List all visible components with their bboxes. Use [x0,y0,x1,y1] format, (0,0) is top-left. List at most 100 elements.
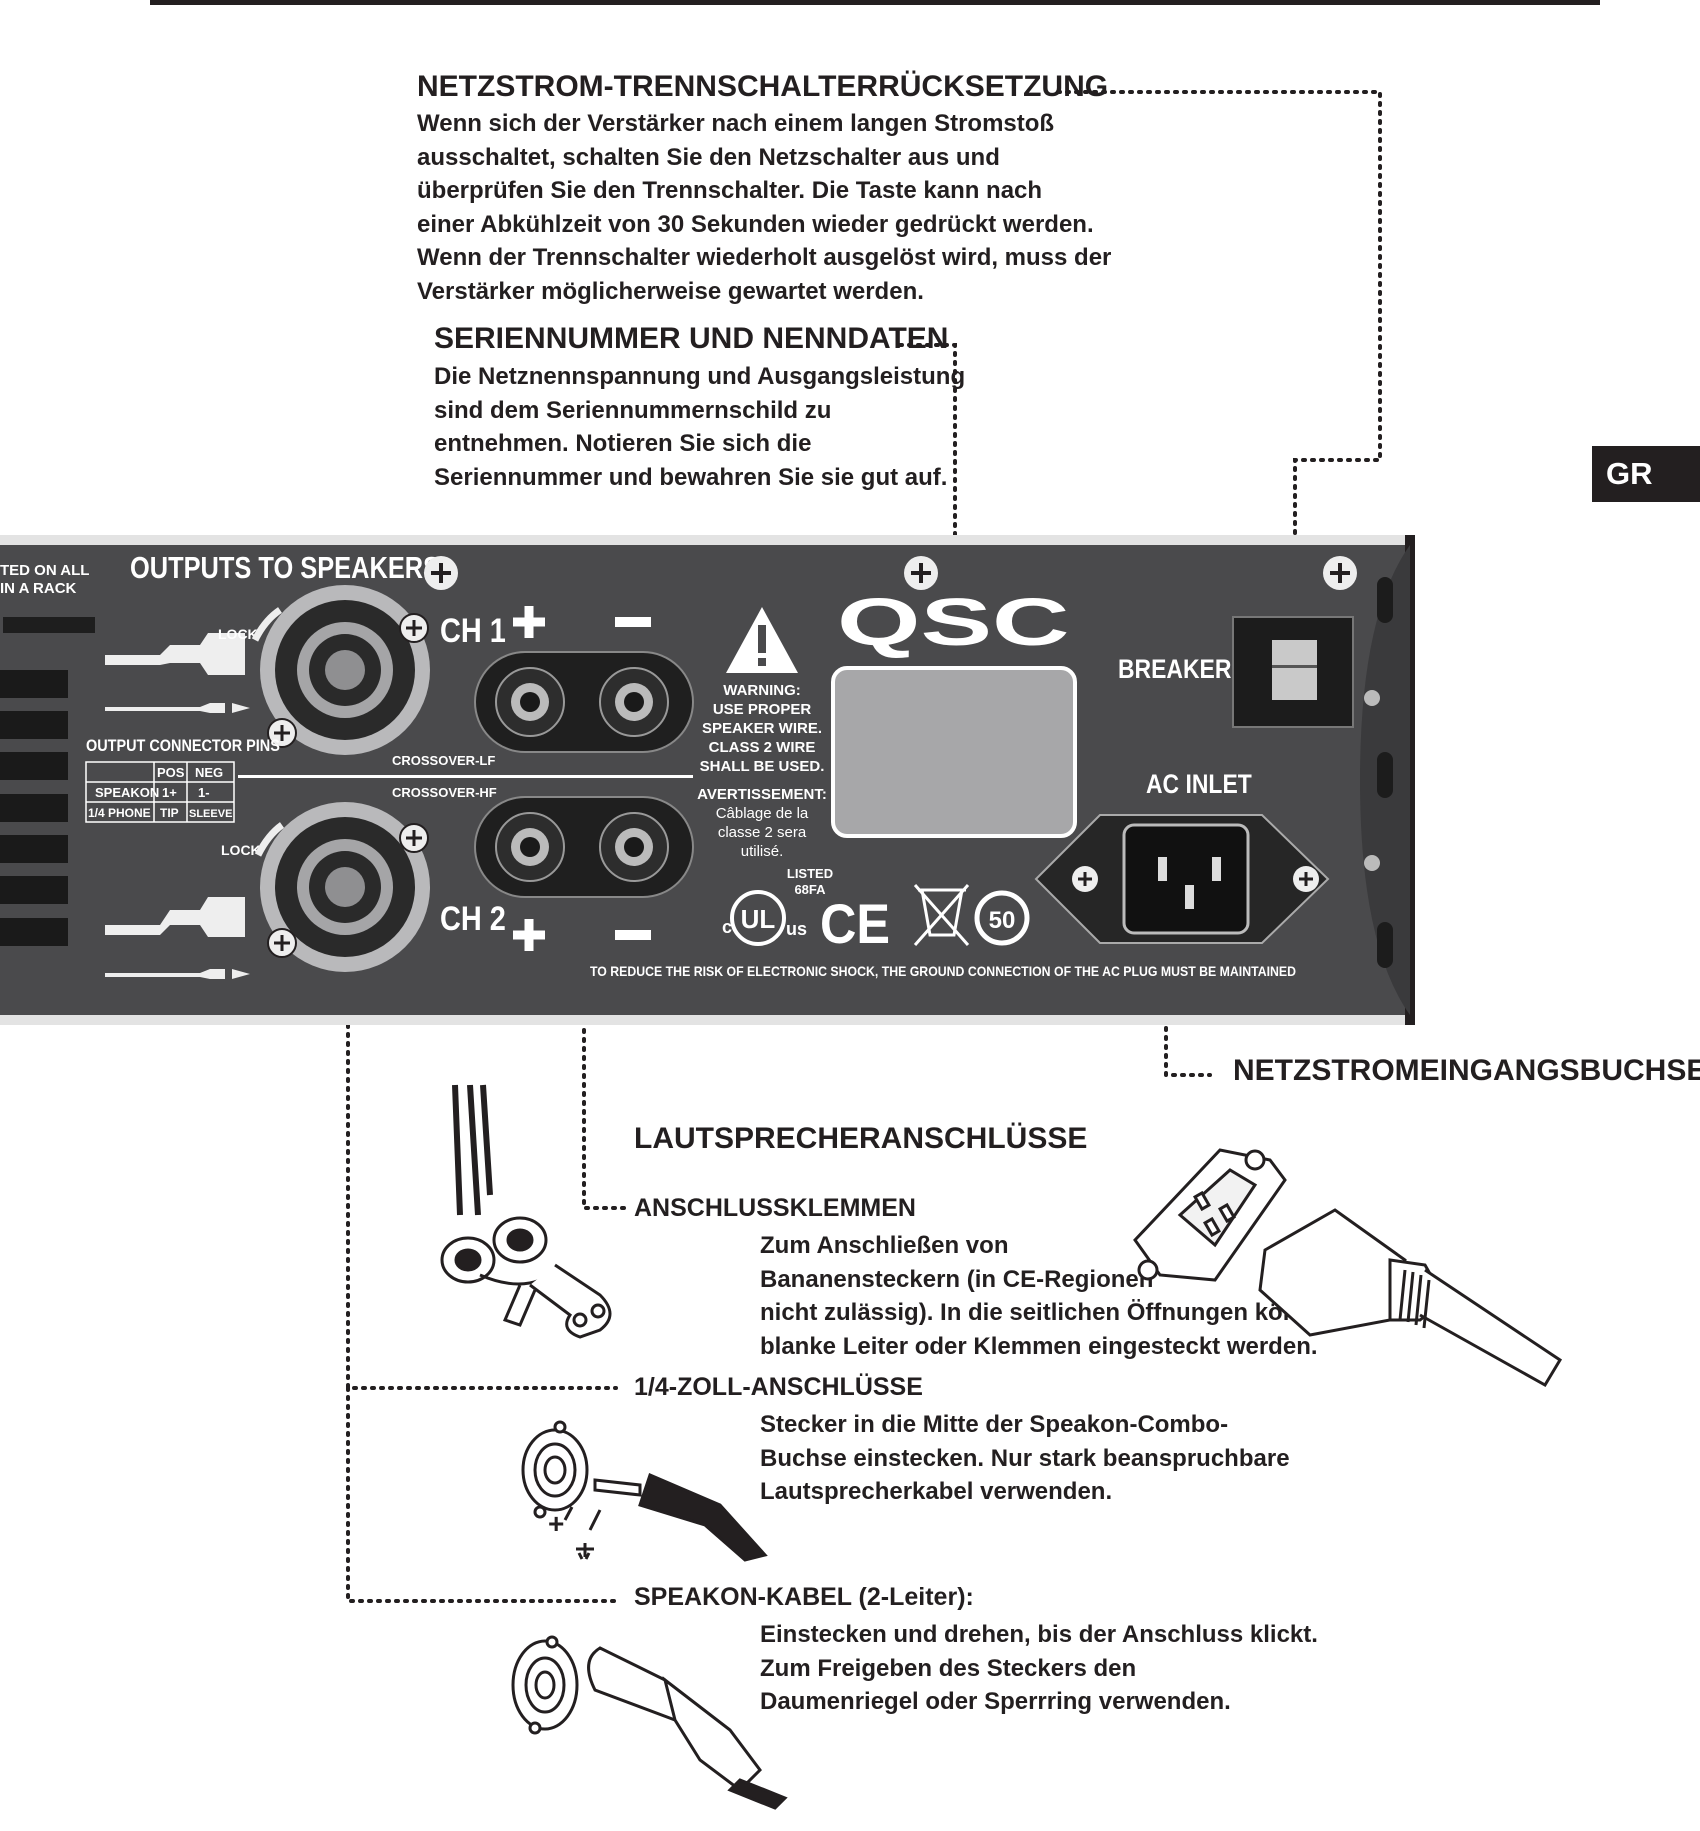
speakon-cable-illustration [511,1635,788,1810]
quarter-inch-plug-illustration: + [521,1420,768,1562]
warning-line: SHALL BE USED. [700,758,825,775]
warning-line: CLASS 2 WIRE [709,739,816,756]
quarter-inch-line: Lautsprecherkabel verwenden. [760,1478,1113,1505]
ground-notice: TO REDUCE THE RISK OF ELECTRONIC SHOCK, … [590,963,1296,979]
minus-icon [615,930,651,940]
terminals-line: Zum Anschließen von [760,1232,1009,1259]
pin-table-cell: 1- [198,785,210,800]
screw-icon [904,556,938,590]
language-tab-gr[interactable]: GR [1592,446,1700,502]
avertissement-line: AVERTISSEMENT: [697,786,827,803]
crossover-hf-label: CROSSOVER-HF [392,785,497,800]
weee-bin-icon [913,884,970,946]
minus-icon [615,617,651,627]
pin-table-grid [85,761,235,823]
pin-table-cell: 1/4 PHONE [88,806,151,820]
avertissement-line: Câblage de la [716,805,809,822]
screw-icon [1072,866,1098,892]
listed-line: 68FA [794,882,826,897]
quarter-inch-title: 1/4-ZOLL-ANSCHLÜSSE [634,1373,923,1401]
breaker-reset-line: Verstärker möglicherweise gewartet werde… [417,277,924,305]
terminals-text: Zum Anschließen von Bananensteckern (in … [760,1229,1340,1363]
terminals-title: ANSCHLUSSKLEMMEN [634,1194,916,1222]
avertissement-line: classe 2 sera [718,824,807,841]
serial-number-label [831,666,1077,838]
svg-text:50: 50 [989,907,1016,934]
quarter-inch-line: Stecker in die Mitte der Speakon-Combo- [760,1411,1229,1438]
screw-icon [424,556,458,590]
cable-icon [105,633,250,979]
breaker-reset-line: ausschaltet, schalten Sie den Netzschalt… [417,143,1000,171]
terminals-line: nicht zulässig). In die seitlichen Öffnu… [760,1299,1341,1326]
screw-icon [399,823,429,853]
quarter-inch-line: Buchse einstecken. Nur stark beanspruchb… [760,1444,1290,1472]
listed-line: LISTED [787,866,833,881]
breaker-reset-line: einer Abkühlzeit von 30 Sekunden wieder … [417,210,1094,238]
terminals-line: Bananensteckern (in CE-Regionen [760,1265,1154,1293]
serial-text: Die Netznennspannung und Ausgangsleistun… [434,360,965,494]
speakon-line: Daumenriegel oder Sperrring verwenden. [760,1688,1231,1715]
screw-icon [1293,866,1319,892]
amplifier-rear-panel: TED ON ALL IN A RACK OUTPUTS TO SPEAKERS… [0,535,1415,1025]
plus-icon [513,606,545,638]
speakon-ch2 [260,802,430,972]
screw-icon [1323,556,1357,590]
breaker-label: BREAKER [1118,654,1231,684]
leader-terminals [582,866,626,1210]
screw-icon [267,928,297,958]
phone-jacks-hf [474,796,694,898]
lock-arrow-icon [254,822,285,857]
ground-icon [576,1543,594,1560]
binding-post-illustration [440,1084,612,1339]
avertissement-line: utilisé. [741,843,784,860]
speakon-title: SPEAKON-KABEL (2-Leiter): [634,1583,974,1611]
outputs-title: OUTPUTS TO SPEAKERS [130,551,440,586]
svg-text:us: us [786,919,807,939]
iec-power-cord-illustration [1133,1148,1563,1388]
left-cut-line: TED ON ALL [0,562,89,579]
serial-line: entnehmen. Notieren Sie sich die [434,430,812,457]
speakon-ch1 [260,585,430,755]
serial-line: Die Netznennspannung und Ausgangsleistun… [434,363,966,390]
leader-speakon [346,1386,618,1603]
serial-line: Seriennummer und bewahren Sie sie gut au… [434,463,948,491]
top-rule [150,0,1600,5]
breaker-button[interactable] [1272,640,1317,700]
speakon-line: Zum Freigeben des Steckers den [760,1654,1137,1682]
screw-icon [399,613,429,643]
serial-title: SERIENNUMMER UND NENNDATEN [434,322,949,355]
ch2-label: CH 2 [440,899,506,938]
lock-label: LOCK [218,626,258,642]
leader-breaker [1056,90,1382,672]
terminals-line: blanke Leiter oder Klemmen eingesteckt w… [760,1332,1318,1360]
pin-table-cell: TIP [160,806,179,820]
speakon-line: Einstecken und drehen, bis der Anschluss… [760,1621,1318,1648]
phone-jacks-lf [474,651,694,753]
breaker-reset-title: NETZSTROM-TRENNSCHALTERRÜCKSETZUNG [417,70,1109,103]
svg-text:c: c [722,917,732,937]
pin-table-cell: SLEEVE [189,808,232,820]
screw-icon [267,718,297,748]
lock-arrow-icon [251,607,283,642]
plus-icon [513,919,545,951]
lock-label: LOCK [221,842,261,858]
pin-table-cell: 1+ [162,785,177,800]
quarter-inch-text: Stecker in die Mitte der Speakon-Combo- … [760,1408,1290,1509]
crossover-divider [238,775,693,778]
pin-table-header: POS [157,765,185,780]
ch1-label: CH 1 [440,611,506,650]
warning-line: WARNING: [723,682,801,699]
breaker-reset-line: Wenn der Trennschalter wiederholt ausgel… [417,244,1112,271]
ac-inlet-label: AC INLET [1146,769,1252,799]
output-pins-title: OUTPUT CONNECTOR PINS [86,737,280,755]
speakon-text: Einstecken und drehen, bis der Anschluss… [760,1618,1318,1719]
vent-slots [0,670,68,946]
svg-text:UL: UL [741,904,776,934]
ac-inlet-callout: NETZSTROMEINGANGSBUCHSE [1233,1054,1700,1087]
plus-mark: + [548,1508,564,1539]
language-tab-label: GR [1606,456,1653,491]
speaker-section-title: LAUTSPRECHERANSCHLÜSSE [634,1122,1088,1155]
qsc-logo: QSC [837,585,1069,660]
leader-ac-inlet [1164,918,1212,1077]
left-cut-line: IN A RACK [0,580,77,597]
